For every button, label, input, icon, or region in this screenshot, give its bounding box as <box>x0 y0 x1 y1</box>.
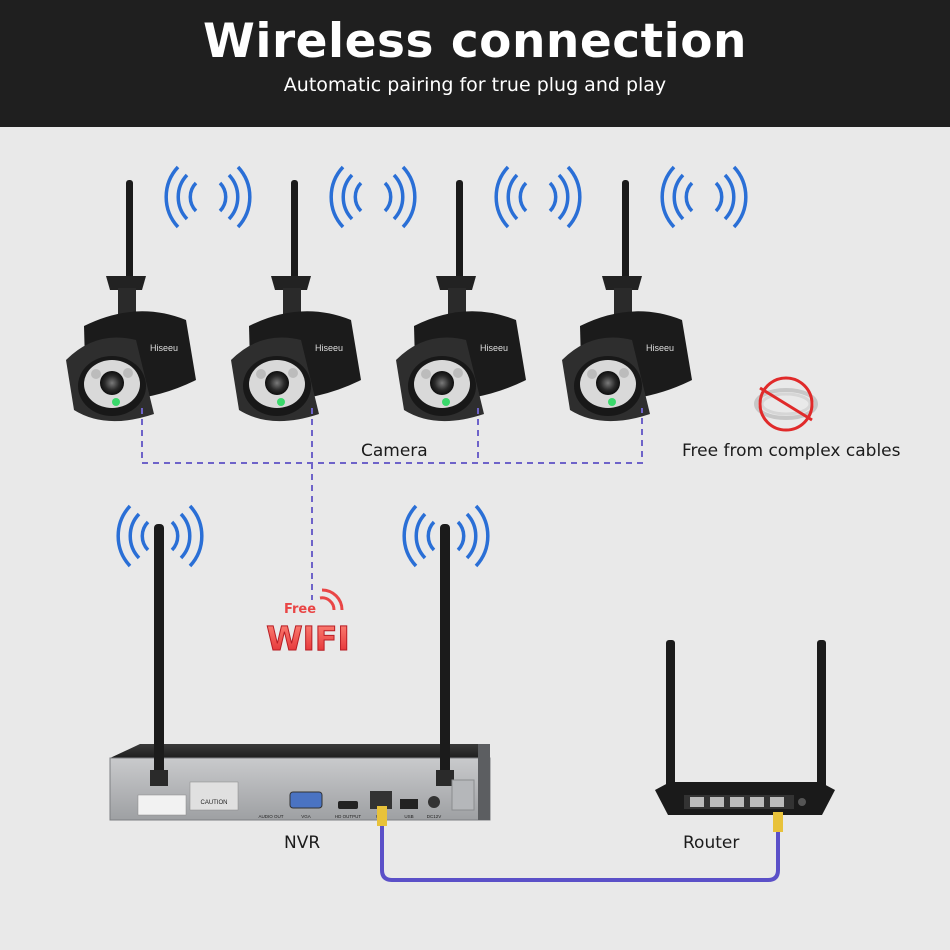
audio-port-label: AUDIO OUT <box>258 814 283 819</box>
free-wifi-badge: Free WIFI <box>266 588 350 659</box>
page-title: Wireless connection <box>203 14 747 69</box>
page-subtitle: Automatic pairing for true plug and play <box>283 74 667 96</box>
power-port <box>428 796 440 808</box>
cables-label: Free from complex cables <box>682 441 901 461</box>
camera-2: Hiseeu <box>231 180 361 422</box>
camera-label: Camera <box>361 441 428 461</box>
camera-1: Hiseeu <box>66 180 196 422</box>
caution-label: CAUTION <box>201 800 228 806</box>
free-label: Free <box>284 602 316 617</box>
camera-brand: Hiseeu <box>315 343 343 353</box>
vga-port <box>289 791 323 809</box>
nvr-label: NVR <box>284 833 321 853</box>
nvr-antenna <box>154 524 164 784</box>
router-label: Router <box>683 833 740 853</box>
usb-port <box>400 799 418 809</box>
camera-brand: Hiseeu <box>150 343 178 353</box>
signal-waves-icon <box>164 165 252 229</box>
camera-4: Hiseeu <box>562 180 692 422</box>
wifi-label: WIFI <box>266 619 350 658</box>
camera-brand: Hiseeu <box>480 343 508 353</box>
ethernet-cable <box>377 806 783 882</box>
usb-port-label: USB <box>404 814 413 819</box>
vga-port-label: VGA <box>301 814 311 819</box>
wireless-link-lines <box>141 408 643 600</box>
router-antenna <box>817 640 826 800</box>
wan-port <box>370 791 392 809</box>
signal-waves-icon <box>660 165 748 229</box>
signal-waves-icon <box>494 165 582 229</box>
camera-brand: Hiseeu <box>646 343 674 353</box>
camera-3: Hiseeu <box>396 180 526 422</box>
dc-port-label: DC12V <box>427 814 442 819</box>
hd-port-label: HD OUTPUT <box>335 814 361 819</box>
cable-coil-icon <box>754 376 818 432</box>
router-antenna <box>666 640 675 800</box>
header-banner: Wireless connection Automatic pairing fo… <box>0 0 950 127</box>
nvr-device: CAUTION AUDIO OUT VGA HD OUTPUT WAN USB … <box>109 524 491 821</box>
router-device <box>655 640 835 815</box>
hdmi-port <box>338 801 358 809</box>
signal-waves-icon <box>329 165 417 229</box>
nvr-antenna <box>440 524 450 784</box>
